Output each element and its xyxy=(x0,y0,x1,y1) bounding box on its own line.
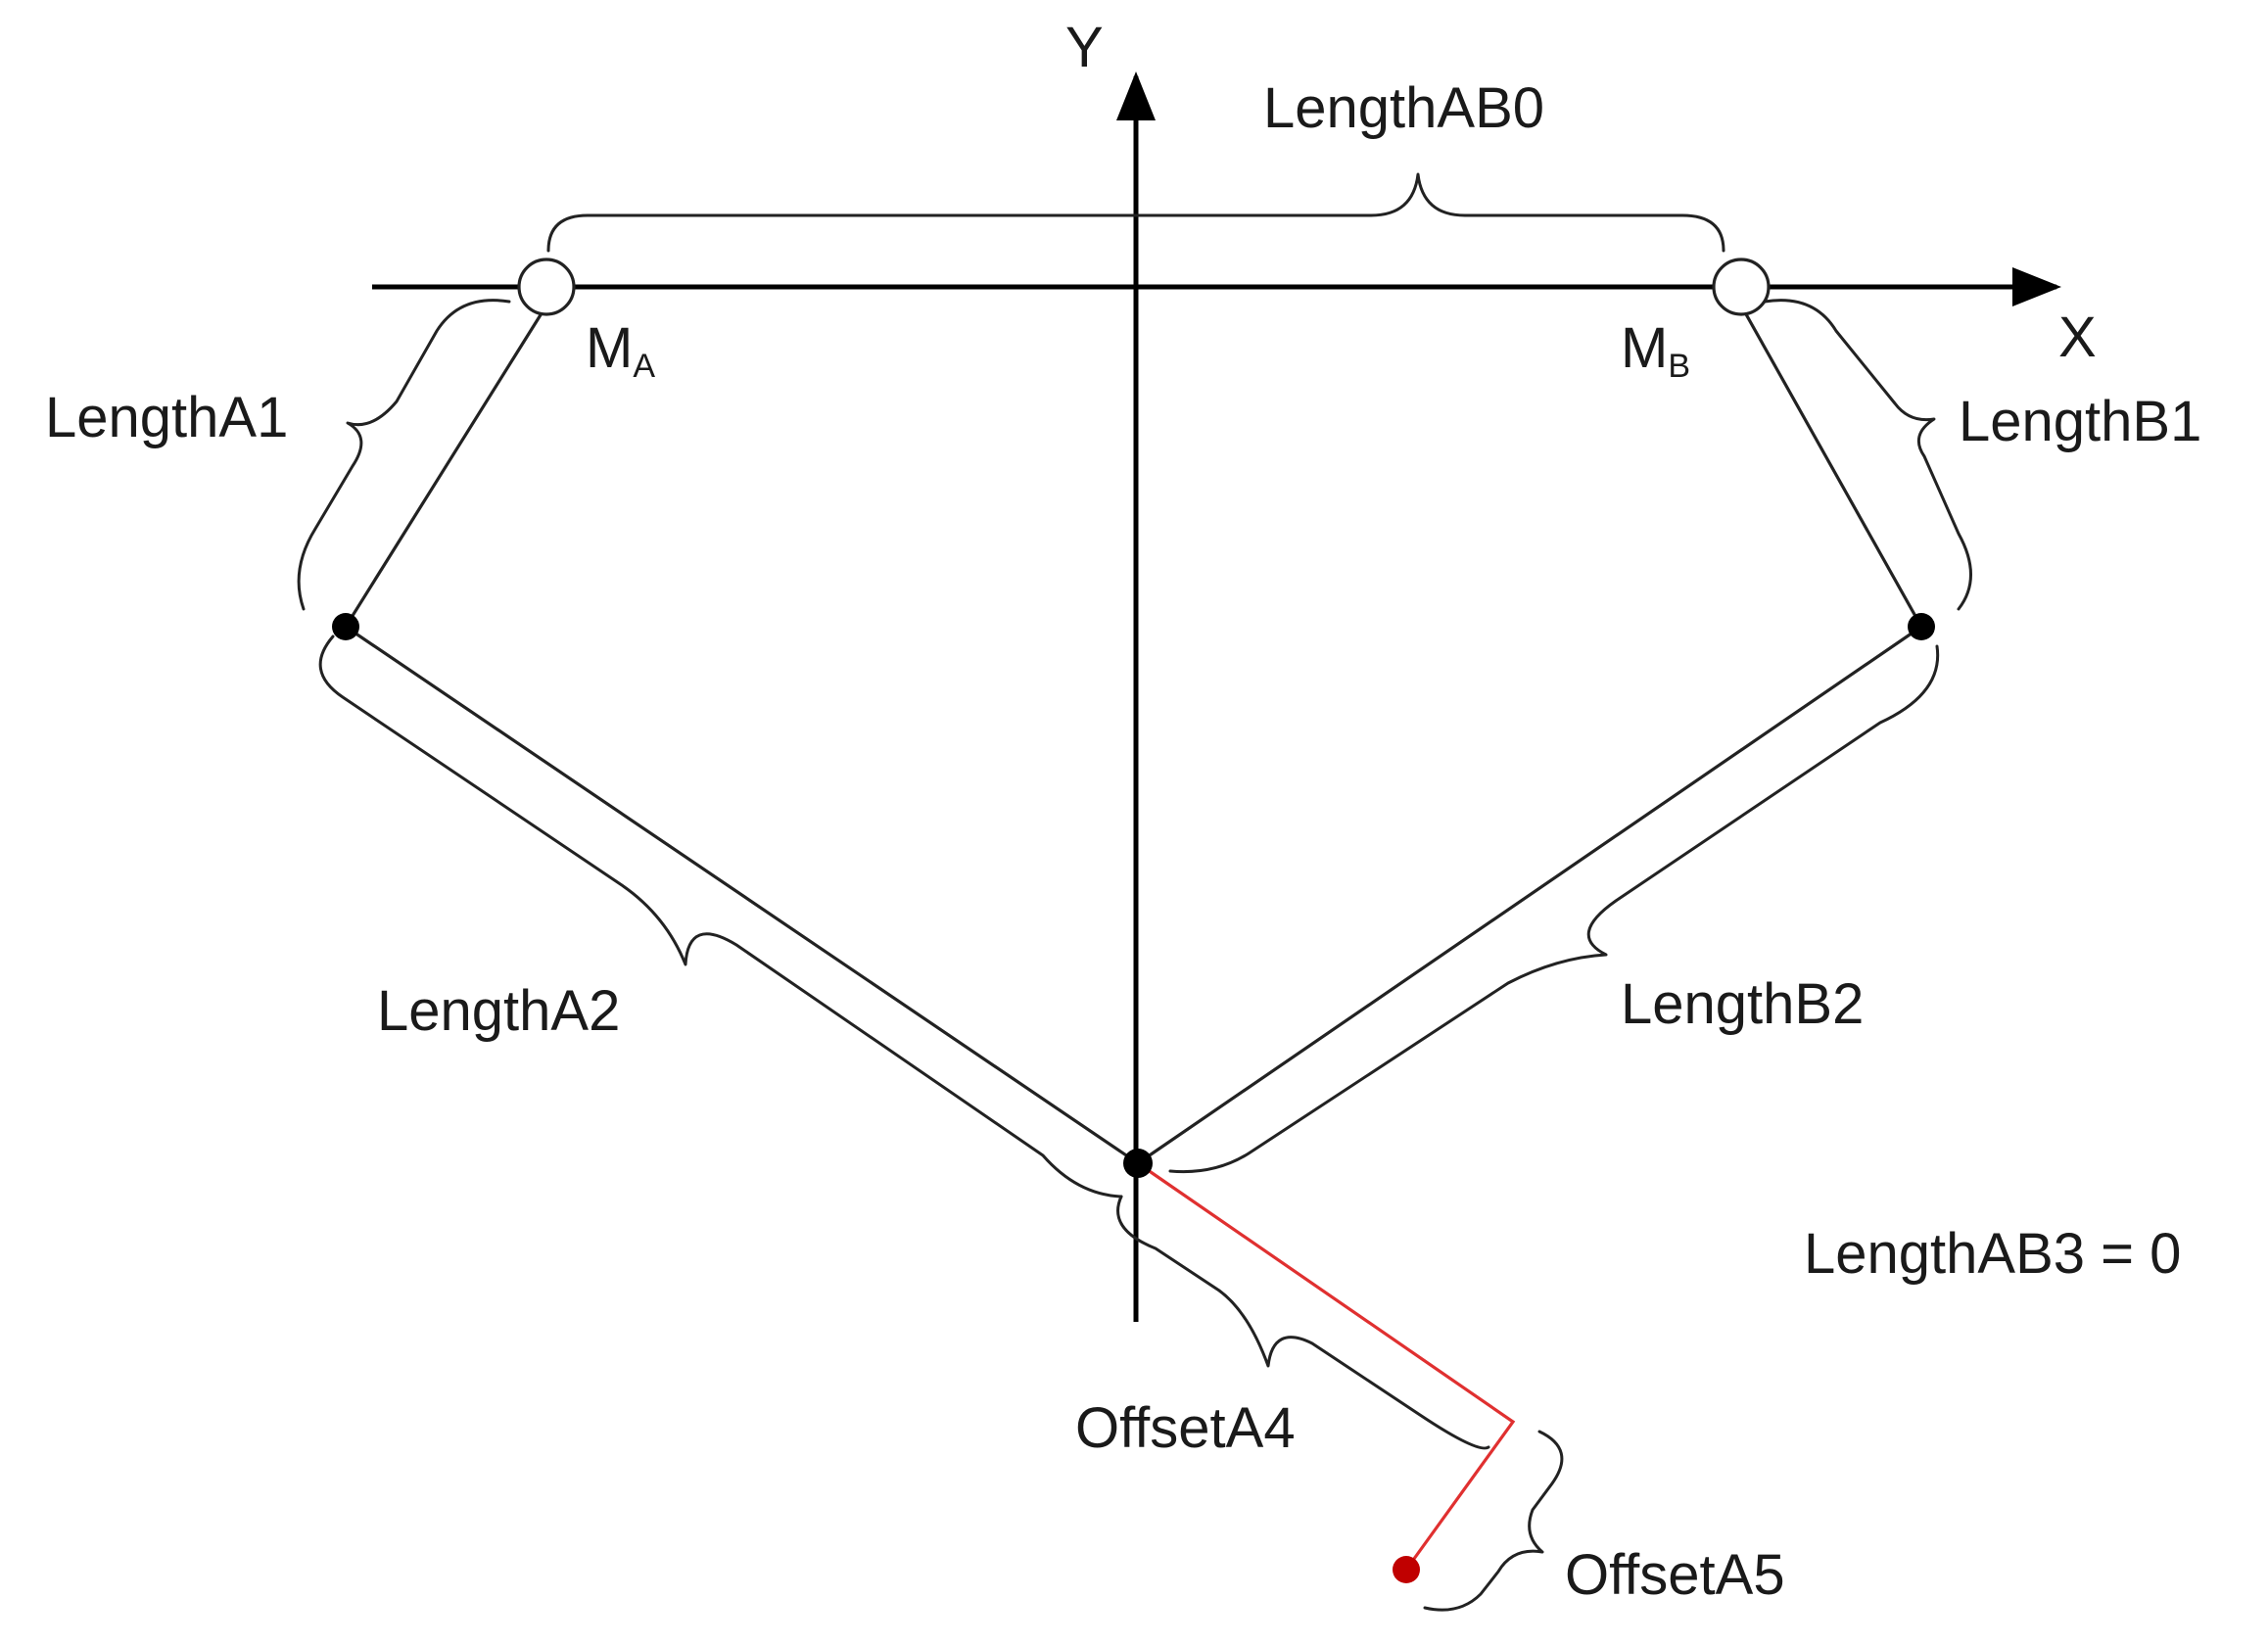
brace-length-ab0 xyxy=(546,172,1725,253)
label-length-ab0: LengthAB0 xyxy=(1263,76,1544,140)
link-b1 xyxy=(1739,305,1923,628)
motor-a-label: MA xyxy=(586,316,655,385)
elbow-joint-b xyxy=(1908,613,1935,640)
end-joint xyxy=(1123,1149,1153,1178)
x-axis-label: X xyxy=(2058,306,2097,369)
label-offset-a4: OffsetA4 xyxy=(1075,1396,1296,1460)
link-a2 xyxy=(345,625,1139,1165)
label-length-ab3: LengthAB3 = 0 xyxy=(1804,1222,2181,1286)
label-length-a2: LengthA2 xyxy=(377,979,620,1043)
elbow-joint-a xyxy=(332,613,359,640)
motor-a xyxy=(517,258,576,316)
motor-b xyxy=(1712,258,1771,316)
link-a1 xyxy=(344,305,548,628)
end-effector-point xyxy=(1393,1556,1420,1583)
label-length-b2: LengthB2 xyxy=(1621,972,1864,1036)
brace-length-b2 xyxy=(1168,644,1940,1174)
link-b2 xyxy=(1137,625,1922,1165)
label-offset-a5: OffsetA5 xyxy=(1565,1543,1785,1607)
brace-offset-a5 xyxy=(1423,1430,1564,1612)
brace-length-a2 xyxy=(318,634,1123,1198)
label-length-a1: LengthA1 xyxy=(45,386,288,449)
brace-offset-a4 xyxy=(1116,1195,1490,1450)
label-length-b1: LengthB1 xyxy=(1959,390,2201,453)
offset-link xyxy=(1137,1161,1516,1571)
brace-length-b1 xyxy=(1763,299,1972,611)
motor-b-label: MB xyxy=(1621,316,1690,385)
brace-length-a1 xyxy=(297,299,511,611)
y-axis-label: Y xyxy=(1065,16,1104,79)
